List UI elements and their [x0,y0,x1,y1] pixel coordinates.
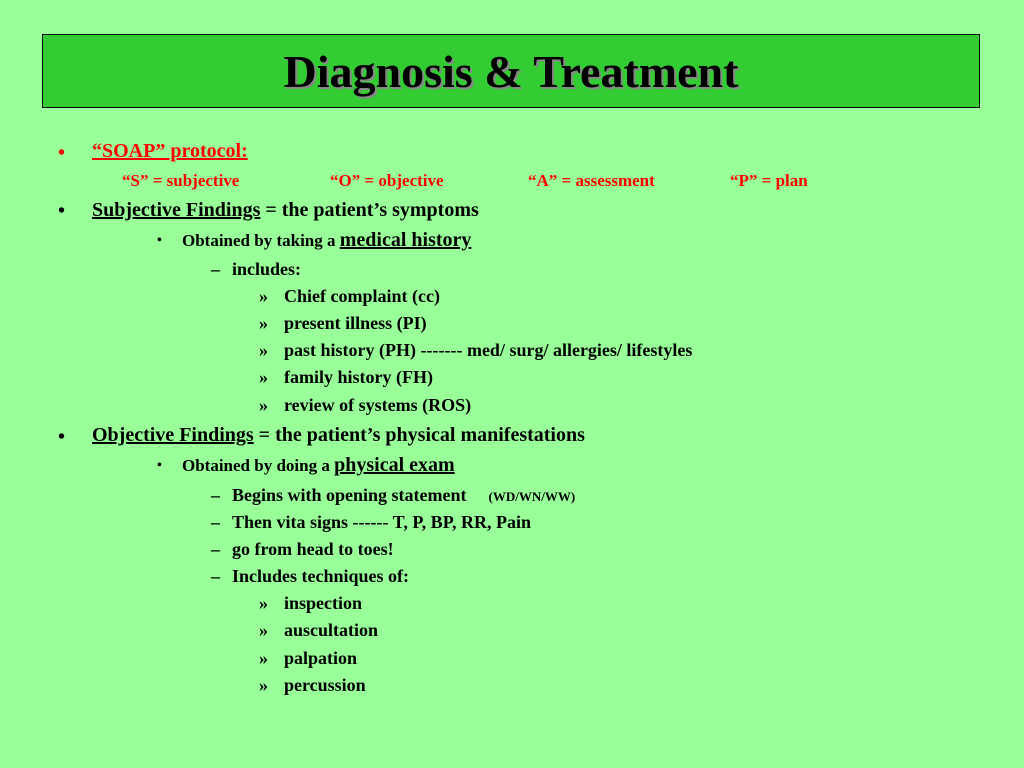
raquo: » [259,675,268,695]
soap-p: “P” = plan [730,171,808,190]
history-item: present illness (PI) [284,313,427,333]
step-item: Then vita signs ------ T, P, BP, RR, Pai… [232,512,532,532]
step-opening: Begins with opening statement [232,485,467,505]
raquo: » [259,620,268,640]
step-item: Includes techniques of: [232,566,410,586]
includes-dash: – [211,259,220,279]
history-item: review of systems (ROS) [284,395,472,415]
objective-sub-bullet: • [157,458,162,473]
soap-bullet: • [58,142,66,164]
includes-label: includes: [232,259,302,279]
objective-line: Objective Findings = the patient’s physi… [92,424,585,447]
subjective-line: Subjective Findings = the patient’s symp… [92,199,479,222]
technique-item: palpation [284,648,358,668]
objective-obtained: Obtained by doing a physical exam [182,454,455,477]
raquo: » [259,367,268,387]
step-item: Begins with opening statement (WD/WN/WW) [232,485,575,506]
objective-def: = the patient’s physical manifestations [253,424,585,446]
step-dash: – [211,512,220,532]
raquo: » [259,340,268,360]
subjective-def: = the patient’s symptoms [260,199,479,221]
history-item: past history (PH) ------- med/ surg/ all… [284,340,693,360]
soap-heading: “SOAP” protocol: [92,140,248,162]
opening-note: (WD/WN/WW) [488,489,576,504]
subjective-obtained-prefix: Obtained by taking a [182,231,340,250]
raquo: » [259,313,268,333]
history-item: family history (FH) [284,367,433,387]
medical-history-link: medical history [339,229,472,251]
raquo: » [259,395,268,415]
subjective-sub-bullet: • [157,233,162,248]
technique-item: auscultation [284,620,379,640]
objective-bullet: • [58,426,66,448]
step-dash: – [211,539,220,559]
objective-obtained-prefix: Obtained by doing a [182,456,335,475]
step-dash: – [211,485,220,505]
raquo: » [259,648,268,668]
subjective-obtained: Obtained by taking a medical history [182,229,471,252]
slide-title: Diagnosis & Treatment [283,45,739,97]
title-banner: Diagnosis & Treatment [42,34,980,108]
objective-term: Objective Findings [92,424,254,446]
step-item: go from head to toes! [232,539,394,559]
subjective-term: Subjective Findings [92,199,261,221]
subjective-bullet: • [58,200,66,222]
technique-item: percussion [284,675,366,695]
raquo: » [259,286,268,306]
technique-item: inspection [284,593,363,613]
step-dash: – [211,566,220,586]
soap-a: “A” = assessment [528,171,655,190]
raquo: » [259,593,268,613]
history-item: Chief complaint (cc) [284,286,440,306]
soap-o: “O” = objective [330,171,444,190]
soap-s: “S” = subjective [122,171,240,190]
physical-exam-link: physical exam [334,454,455,476]
